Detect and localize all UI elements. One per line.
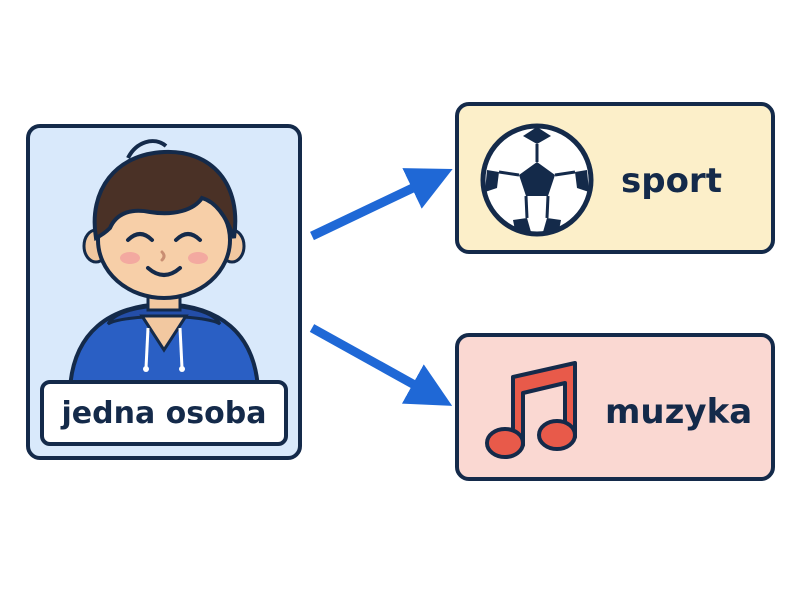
arrow-to-music: [309, 324, 453, 406]
person-card: jedna osoba: [26, 124, 302, 460]
music-label: muzyka: [605, 392, 753, 432]
music-note-icon: [485, 361, 577, 459]
soccer-ball-icon: [480, 123, 594, 237]
sport-label: sport: [621, 161, 722, 201]
person-illustration-icon: [67, 139, 261, 388]
person-label: jedna osoba: [40, 380, 288, 446]
arrow-to-sport: [310, 168, 453, 241]
sport-box: sport: [455, 102, 775, 254]
music-box: muzyka: [455, 333, 775, 481]
